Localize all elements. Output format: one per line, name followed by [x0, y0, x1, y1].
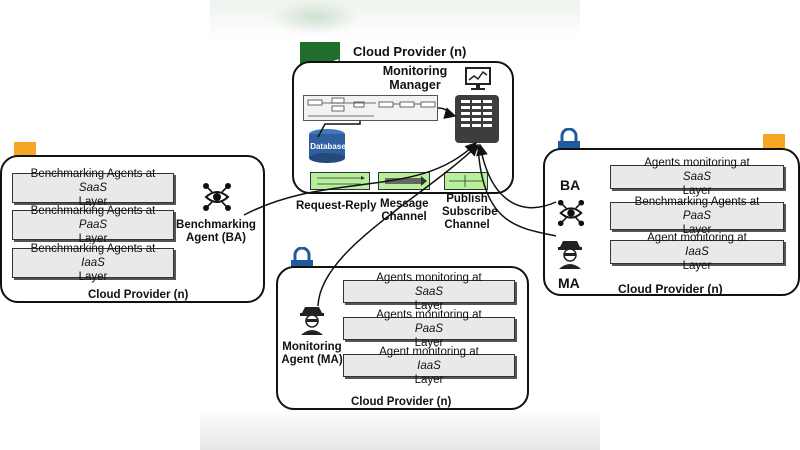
- right-ma-label: MA: [558, 275, 580, 291]
- benchmarking-agent-label: Benchmarking Agent (BA): [176, 219, 256, 245]
- publish-subscribe-pipe: [444, 172, 488, 190]
- message-channel-line-2: Channel: [381, 211, 427, 223]
- left-note-iaas-pre: Benchmarking Agents at: [30, 243, 156, 255]
- left-note-iaas-line2: Layer: [78, 271, 108, 283]
- bottom-note-paas-pre: Agents monitoring at: [376, 308, 482, 321]
- right-provider-title: Cloud Provider (n): [618, 282, 723, 296]
- manager-title-line-2: Manager: [389, 78, 441, 92]
- connector-ma-to-server: [317, 143, 480, 307]
- server-icon: [455, 95, 499, 143]
- right-note-iaas: Agent monitoring at IaaS Layer: [610, 232, 784, 272]
- right-note-saas: Agents monitoring at SaaS Layer: [610, 157, 784, 197]
- bottom-note-saas-post: Layer: [414, 299, 444, 312]
- bottom-backdrop: [200, 408, 600, 450]
- pubsub-line-1: Publish: [446, 193, 488, 205]
- bottom-provider-title: Cloud Provider (n): [351, 396, 452, 408]
- spy-agent-icon: [557, 239, 583, 274]
- request-reply-label: Request-Reply: [296, 200, 377, 212]
- process-flow-panel: [303, 95, 438, 121]
- monitor-icon: [465, 67, 491, 96]
- right-note-paas-line2: Layer: [682, 224, 712, 236]
- left-note-saas-line2: Layer: [78, 196, 108, 208]
- monitoring-agent-label: Monitoring Agent (MA): [275, 341, 349, 367]
- right-note-saas-post: Layer: [682, 185, 712, 197]
- left-note-paas: Benchmarking Agents at PaaS Layer: [12, 205, 174, 245]
- connector-panel-to-server: [437, 107, 457, 119]
- database-label: Database: [310, 142, 346, 151]
- bottom-note-iaas-pre: Agent monitoring at: [379, 345, 479, 358]
- network-eye-icon: [556, 198, 586, 233]
- manager-title-line-1: Monitoring: [382, 64, 448, 78]
- connector-right-ba-to-server: [475, 143, 557, 209]
- bottom-note-iaas-post: Layer: [414, 373, 444, 386]
- right-note-saas-pre: Agents monitoring at: [644, 157, 750, 169]
- pubsub-line-3: Channel: [444, 219, 490, 231]
- ba-line-2: Agent (BA): [185, 232, 247, 244]
- right-note-saas-em: SaaS: [682, 171, 712, 183]
- connector-db-to-panel: [317, 121, 361, 138]
- left-note-paas-pre: Benchmarking Agents at: [30, 205, 156, 217]
- bottom-note-paas-post: Layer: [414, 336, 444, 349]
- left-note-saas: Benchmarking Agents at SaaS Layer: [12, 168, 174, 208]
- right-note-paas: Benchmarking Agents at PaaS Layer: [610, 196, 784, 236]
- right-note-iaas-pre: Agent monitoring at: [647, 232, 747, 244]
- ma-line-1: Monitoring: [282, 341, 342, 353]
- left-note-paas-em: PaaS: [78, 219, 108, 231]
- monitoring-manager-title: Monitoring Manager: [370, 64, 460, 92]
- connector-ba-to-server: [243, 141, 478, 216]
- ba-line-1: Benchmarking: [176, 219, 256, 231]
- bottom-note-saas: Agents monitoring at SaaS Layer: [343, 272, 515, 312]
- bottom-note-saas-pre: Agents monitoring at: [376, 271, 482, 284]
- left-provider-title: Cloud Provider (n): [88, 289, 189, 301]
- publish-subscribe-label: Publish Subscribe Channel: [442, 193, 498, 232]
- center-provider-title: Cloud Provider (n): [353, 44, 467, 59]
- message-channel-pipe: [378, 172, 430, 190]
- ma-line-2: Agent (MA): [281, 354, 343, 366]
- left-note-iaas-em: IaaS: [81, 257, 105, 269]
- bottom-note-paas: Agents monitoring at PaaS Layer: [343, 309, 515, 349]
- bottom-note-paas-em: PaaS: [414, 322, 444, 335]
- right-ba-label: BA: [560, 177, 581, 193]
- left-note-paas-line2: Layer: [78, 233, 108, 245]
- bottom-note-saas-em: SaaS: [414, 285, 444, 298]
- left-note-saas-pre: Benchmarking Agents at: [30, 168, 156, 180]
- bottom-note-iaas-em: IaaS: [417, 359, 441, 372]
- network-eye-icon: [201, 181, 233, 218]
- right-note-paas-em: PaaS: [682, 210, 712, 222]
- right-note-iaas-em: IaaS: [685, 246, 709, 258]
- bottom-note-iaas: Agent monitoring at IaaS Layer: [343, 346, 515, 386]
- spy-agent-icon: [299, 305, 325, 340]
- left-note-saas-em: SaaS: [78, 182, 108, 194]
- pubsub-line-2: Subscribe: [442, 206, 498, 218]
- right-note-paas-pre: Benchmarking Agents at: [634, 196, 760, 208]
- right-note-iaas-post: Layer: [682, 260, 712, 272]
- connector-right-ma-to-server: [477, 144, 557, 237]
- left-note-iaas: Benchmarking Agents at IaaS Layer: [12, 243, 174, 283]
- top-blur-blob: [270, 0, 360, 34]
